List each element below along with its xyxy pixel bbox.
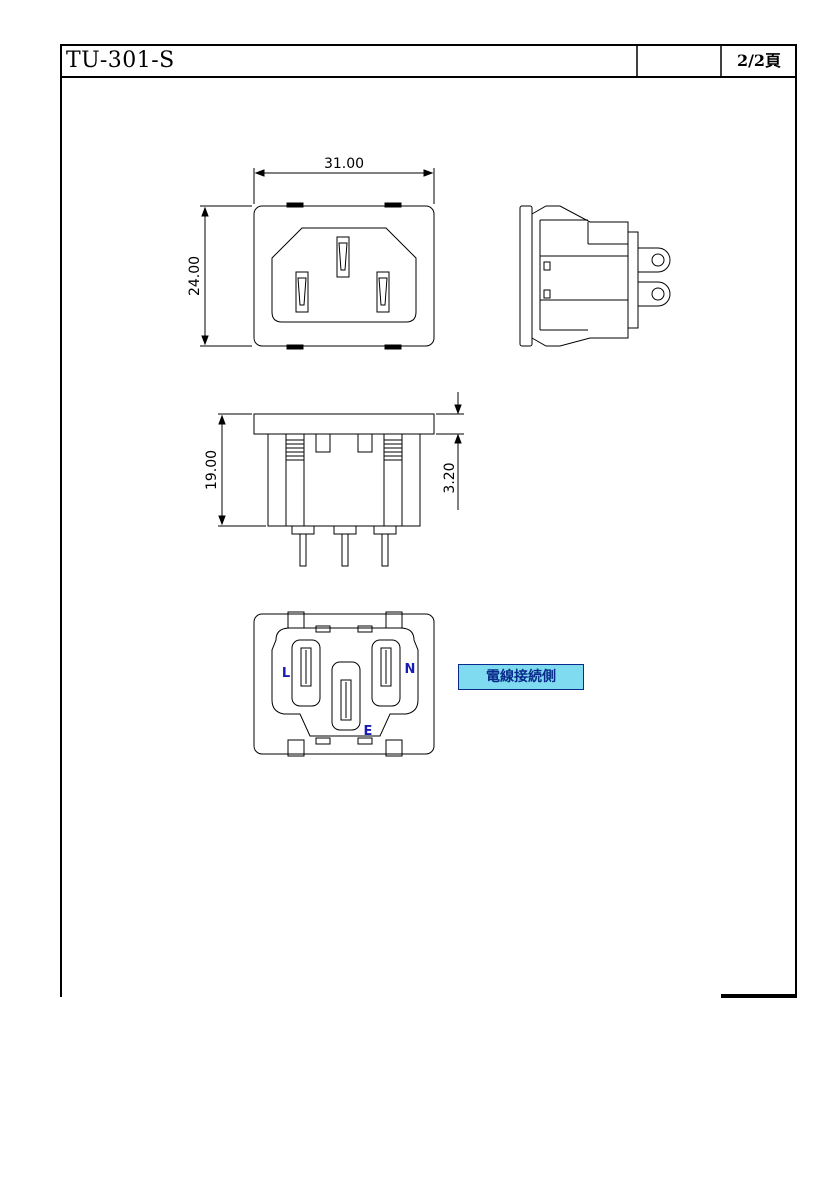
flange-dimension: 3.20 (442, 462, 458, 493)
width-dimension: 31.00 (324, 156, 364, 172)
height-dimension: 24.00 (187, 256, 203, 296)
wiring-side-note: 電線接続側 (458, 664, 584, 690)
bottom-view (218, 392, 464, 567)
pin-label-line: L (282, 666, 290, 681)
drawing-frame (60, 44, 797, 998)
part-number-title: TU-301-S (66, 48, 175, 73)
rear-view (253, 611, 435, 757)
depth-dimension: 19.00 (204, 450, 220, 490)
page-number: 2/2頁 (736, 51, 782, 70)
front-view (200, 168, 435, 350)
pin-label-earth: E (364, 724, 373, 739)
pin-label-neutral: N (405, 662, 416, 677)
side-view (519, 205, 671, 347)
